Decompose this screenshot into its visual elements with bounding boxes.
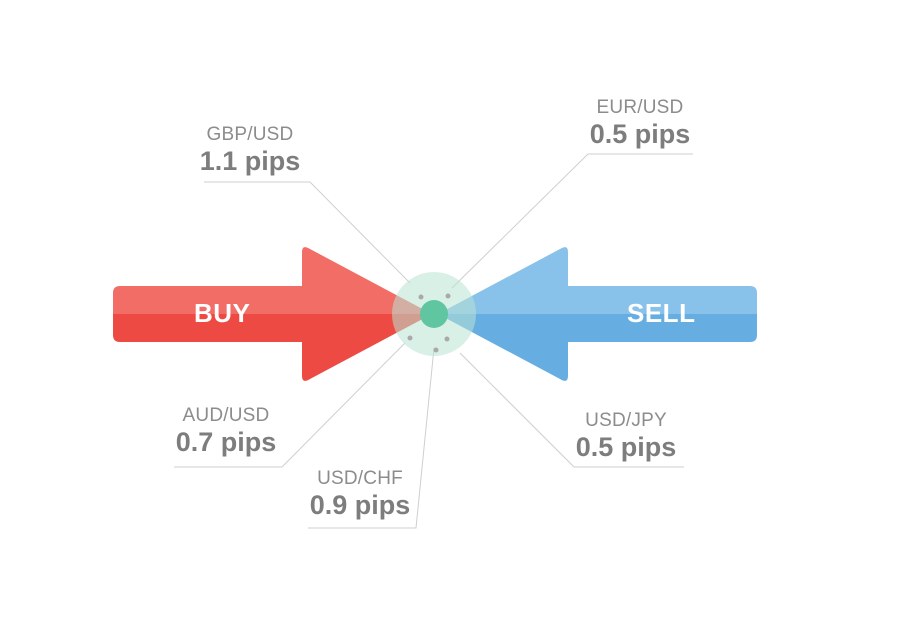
sell-label: SELL [627, 298, 696, 328]
buy-label: BUY [194, 298, 251, 328]
spread-value: 1.1 pips [199, 146, 301, 176]
connector-line-audusd [174, 342, 406, 468]
hub-dot-2 [445, 293, 451, 299]
connector-line-usdjpy [459, 352, 684, 468]
spread-value: 0.5 pips [575, 432, 677, 462]
label-eurusd: EUR/USD 0.5 pips [580, 97, 700, 150]
spread-value: 0.5 pips [589, 119, 691, 149]
label-usdjpy: USD/JPY 0.5 pips [566, 410, 686, 463]
label-usdchf: USD/CHF 0.9 pips [300, 468, 420, 521]
connector-line-eurusd [451, 153, 693, 289]
pair-name: USD/CHF [317, 468, 403, 489]
spread-value: 0.7 pips [175, 427, 277, 457]
label-audusd: AUD/USD 0.7 pips [166, 405, 286, 458]
pair-name: GBP/USD [206, 124, 294, 145]
pair-name: AUD/USD [182, 405, 270, 426]
pair-name: USD/JPY [585, 410, 667, 431]
sell-arrow [438, 247, 757, 381]
hub-dot-5 [444, 336, 450, 342]
hub-center [420, 300, 448, 328]
hub-dot-1 [418, 294, 424, 300]
label-gbpusd: GBP/USD 1.1 pips [190, 124, 310, 177]
connector-line-usdchf [308, 347, 435, 529]
connector-line-gbpusd [204, 181, 411, 284]
buy-arrow [113, 247, 432, 381]
hub-dot-4 [433, 347, 439, 353]
hub-dot-3 [407, 335, 413, 341]
pair-name: EUR/USD [596, 97, 684, 118]
spread-value: 0.9 pips [309, 490, 411, 520]
